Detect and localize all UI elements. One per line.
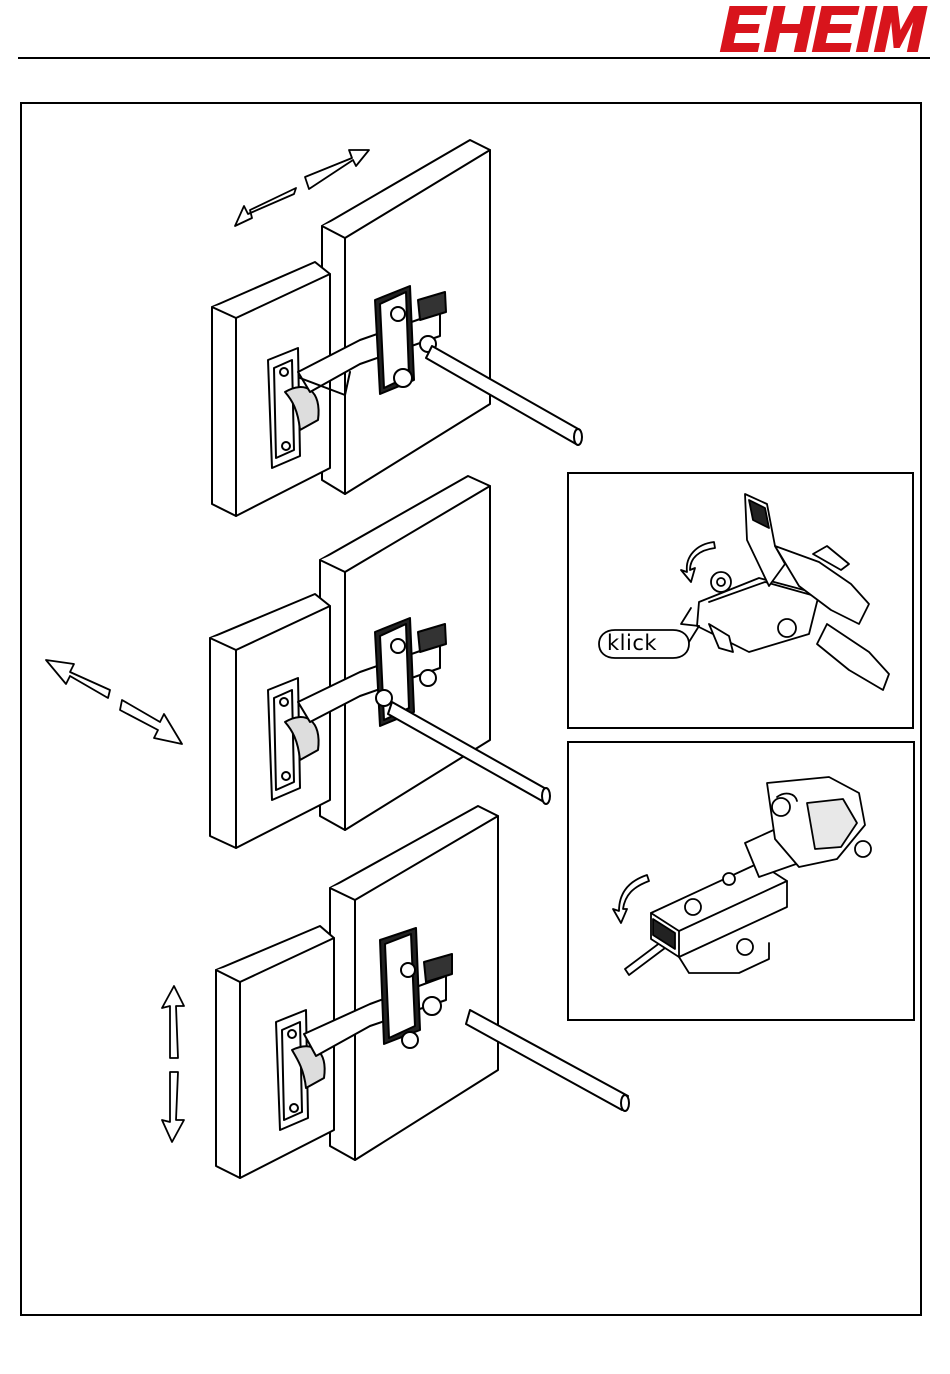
inset-hinge-screwdriver-figure bbox=[567, 741, 915, 1021]
rotate-arrow-icon bbox=[681, 542, 715, 582]
step-3-arrows bbox=[162, 986, 184, 1142]
inset-clip-on-figure: klick bbox=[567, 472, 914, 729]
klick-callout-label: klick bbox=[607, 631, 657, 655]
rotate-arrow-icon bbox=[613, 875, 649, 923]
step-2-arrows bbox=[46, 660, 182, 744]
step-1-figure bbox=[212, 140, 582, 516]
step-2-figure bbox=[210, 476, 550, 848]
